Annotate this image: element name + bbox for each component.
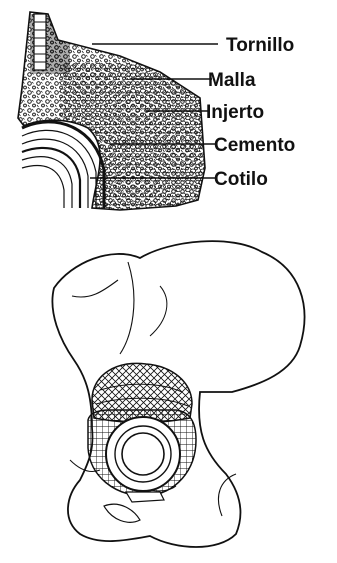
- mesh-label: Malla: [208, 70, 256, 91]
- cup-layers-icon: [16, 122, 104, 208]
- cup-label: Cotilo: [214, 169, 268, 190]
- screw-icon: [34, 14, 46, 70]
- acetabular-cross-section-icon: Tornillo Malla Injerto Cemento Cotilo: [10, 10, 295, 215]
- graft-label: Injerto: [206, 102, 264, 123]
- pelvis-with-mesh-cup-icon: [52, 241, 304, 547]
- acetabular-cup-icon: [106, 417, 180, 491]
- cement-label: Cemento: [214, 135, 295, 156]
- screw-label: Tornillo: [226, 35, 294, 56]
